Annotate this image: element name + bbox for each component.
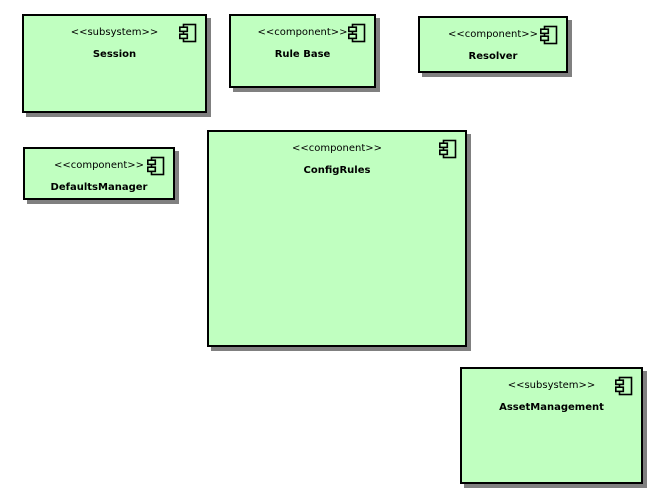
stereotype-label: <<component>>: [291, 143, 383, 154]
component-name-label: Resolver: [468, 51, 518, 62]
uml-node-config-rules[interactable]: <<component>> ConfigRules: [207, 130, 467, 347]
uml-component-icon: [147, 156, 165, 176]
component-name-label: DefaultsManager: [50, 182, 148, 193]
uml-component-icon: [439, 139, 457, 159]
uml-node-defaults-manager[interactable]: <<component>> DefaultsManager: [23, 147, 175, 200]
uml-component-icon: [615, 376, 633, 396]
uml-node-asset-management[interactable]: <<subsystem>> AssetManagement: [460, 367, 643, 484]
component-name-label: Session: [92, 49, 137, 60]
component-name-label: AssetManagement: [499, 402, 604, 413]
uml-node-resolver[interactable]: <<component>> Resolver: [418, 16, 568, 73]
stereotype-label: <<subsystem>>: [70, 27, 159, 38]
uml-component-icon: [348, 23, 366, 43]
component-name-label: Rule Base: [274, 49, 331, 60]
uml-node-rule-base[interactable]: <<component>> Rule Base: [229, 14, 376, 88]
uml-node-session[interactable]: <<subsystem>> Session: [22, 14, 207, 113]
uml-component-icon: [540, 25, 558, 45]
component-name-label: ConfigRules: [303, 165, 371, 176]
uml-component-icon: [179, 23, 197, 43]
